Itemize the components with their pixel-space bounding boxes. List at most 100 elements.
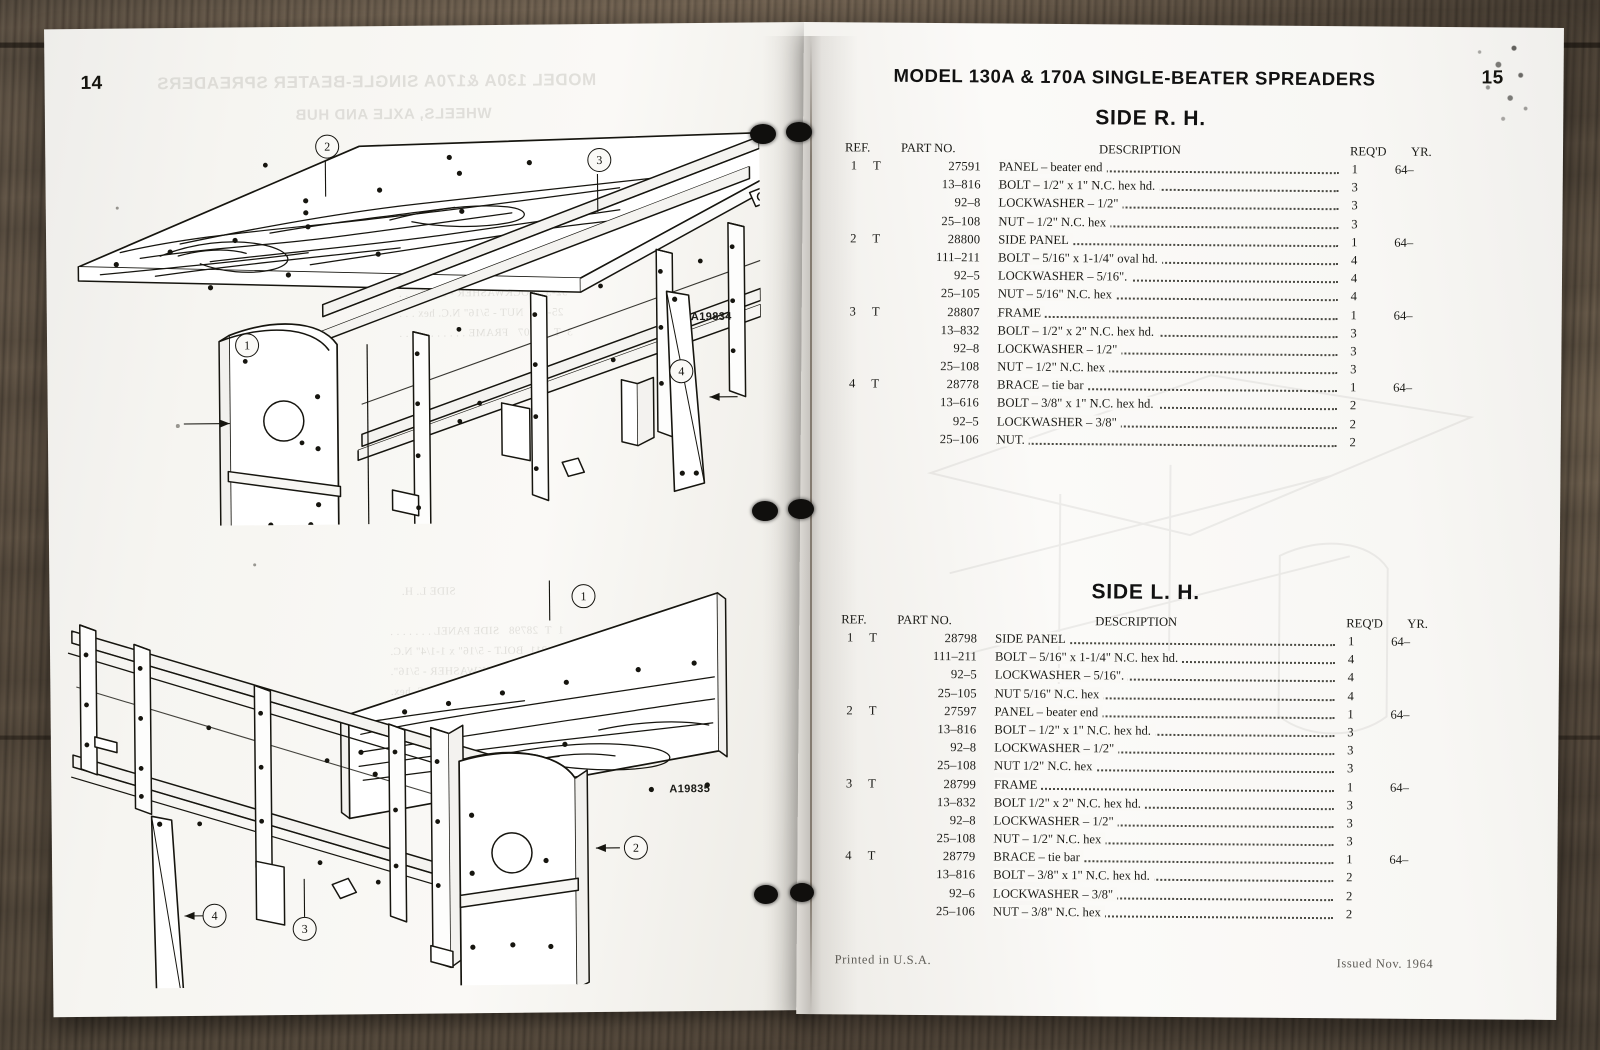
cell-t: T: [872, 231, 881, 246]
cell-t: T: [868, 776, 876, 791]
figure-code-a19835: A19835: [669, 782, 711, 796]
cell-description: BOLT – 1/2" x 2" N.C. hex hd.: [997, 323, 1338, 344]
cell-description: BOLT 1/2" x 2" N.C. hex hd.: [993, 795, 1334, 816]
cell-part-no: 13–816: [941, 177, 981, 192]
cell-description: LOCKWASHER – 3/8": [993, 886, 1334, 907]
cell-ref: 3: [845, 775, 853, 790]
cell-part-no: 25–106: [935, 903, 976, 919]
cell-description: LOCKWASHER – 5/16".: [997, 268, 1338, 290]
footer-printed-in: Printed in U.S.A.: [834, 952, 932, 968]
cell-description: BRACE – tie bar: [993, 849, 1334, 871]
cell-yr: 64–: [1394, 235, 1414, 250]
cell-description: BOLT – 3/8" x 1" N.C. hex hd.: [996, 395, 1337, 417]
cell-ref: 2: [850, 231, 857, 246]
cell-description: NUT.: [996, 432, 1337, 453]
cell-description: FRAME: [993, 777, 1334, 798]
description-text: BOLT – 1/2" x 1" N.C. hex hd.: [994, 722, 1156, 738]
cell-description: BOLT – 1/2" x 1" N.C. hex hd.: [998, 177, 1339, 199]
description-text: NUT 1/2" N.C. hex: [994, 758, 1097, 774]
cell-reqd: 4: [1350, 271, 1358, 286]
cell-description: NUT – 1/2" N.C. hex: [997, 359, 1338, 381]
callout-fig2-4: 4: [202, 903, 227, 928]
binding-hole: [790, 883, 814, 902]
cell-description: BRACE – tie bar: [997, 377, 1338, 399]
description-text: BRACE – tie bar: [997, 377, 1088, 393]
cell-description: LOCKWASHER – 3/8": [996, 414, 1337, 435]
cell-part-no: 28799: [943, 776, 977, 791]
dot-leader: [993, 777, 1334, 798]
description-text: NUT 5/16" N.C. hex: [994, 686, 1104, 701]
page-header-title: MODEL 130A & 170A SINGLE-BEATER SPREADER…: [893, 64, 1376, 90]
book-spine-crease: [810, 40, 812, 1012]
cell-t: T: [871, 376, 880, 391]
description-text: LOCKWASHER – 1/2": [994, 740, 1119, 756]
cell-part-no: 25–108: [936, 831, 976, 846]
cell-reqd: 2: [1345, 907, 1353, 922]
description-text: NUT – 1/2" N.C. hex: [998, 214, 1111, 229]
binding-hole: [750, 124, 776, 144]
cell-reqd: 4: [1350, 253, 1358, 268]
col-ref: REF.: [841, 612, 867, 627]
cell-ref: 1: [846, 630, 854, 645]
binding-hole: [788, 499, 814, 519]
cell-part-no: 25–108: [941, 213, 981, 228]
description-text: PANEL – beater end: [998, 159, 1107, 175]
cell-ref: 4: [848, 376, 856, 391]
cell-t: T: [871, 304, 880, 319]
description-text: LOCKWASHER – 5/16".: [994, 667, 1129, 683]
cell-part-no: 28807: [947, 304, 980, 319]
table-row: 25–106 NUT – 3/8" N.C. hex 2: [833, 903, 1445, 926]
description-text: NUT – 5/16" N.C. hex: [997, 286, 1116, 302]
description-text: BRACE – tie bar: [993, 849, 1084, 865]
description-text: BOLT – 3/8" x 1" N.C. hex hd.: [996, 395, 1158, 412]
section-title-rh: SIDE R. H.: [1095, 106, 1207, 131]
description-text: LOCKWASHER – 3/8": [996, 414, 1121, 430]
paper-speck: [175, 424, 180, 429]
description-text: BOLT – 1/2" x 2" N.C. hex hd.: [997, 323, 1159, 339]
description-text: LOCKWASHER – 1/2": [993, 813, 1118, 829]
cell-part-no: 13–816: [936, 867, 976, 882]
description-text: LOCKWASHER – 3/8": [993, 886, 1118, 902]
col-desc: DESCRIPTION: [1098, 142, 1181, 157]
cell-ref: 2: [846, 703, 853, 718]
binding-hole: [754, 885, 778, 904]
cell-part-no: 13–832: [936, 794, 976, 810]
description-text: LOCKWASHER – 1/2": [997, 341, 1122, 357]
cell-reqd: 3: [1346, 834, 1353, 849]
cell-description: NUT – 3/8" N.C. hex: [992, 904, 1333, 925]
description-text: LOCKWASHER – 5/16".: [997, 268, 1132, 284]
description-text: FRAME: [993, 777, 1042, 792]
footer-issued-date: Issued Nov. 1964: [1336, 956, 1434, 971]
cell-reqd: 3: [1346, 797, 1354, 813]
page-number-right: 15: [1481, 67, 1504, 89]
cell-description: LOCKWASHER – 1/2": [993, 813, 1334, 834]
cell-part-no: 92–5: [953, 268, 981, 283]
cell-part-no: 92–8: [949, 813, 976, 828]
binding-hole: [786, 122, 812, 142]
callout-fig1-2: 2: [315, 134, 340, 159]
cell-t: T: [868, 703, 877, 718]
description-text: BOLT – 5/16" x 1-1/4" oval hd.: [998, 250, 1162, 266]
cell-reqd: 2: [1345, 888, 1353, 903]
left-page: 14 MODEL 130A &170A SINGLE-BEATER SPREAD…: [44, 22, 816, 1018]
description-text: SIDE PANEL: [998, 232, 1073, 247]
description-text: FRAME: [997, 305, 1046, 320]
col-ref: REF.: [844, 140, 871, 155]
description-text: NUT – 1/2" N.C. hex: [993, 831, 1106, 847]
cell-ref: 1: [850, 158, 858, 173]
cell-reqd: 1: [1346, 779, 1354, 794]
cell-description: LOCKWASHER – 1/2": [994, 740, 1335, 762]
open-booklet: 14 MODEL 130A &170A SINGLE-BEATER SPREAD…: [44, 22, 1564, 1027]
description-text: BOLT – 5/16" x 1-1/4" N.C. hex hd.: [994, 649, 1183, 666]
cell-t: T: [872, 158, 881, 173]
description-text: BOLT – 1/2" x 1" N.C. hex hd.: [998, 177, 1160, 193]
cell-part-no: 27591: [948, 159, 981, 174]
callout-fig1-3: 3: [587, 147, 612, 173]
binding-hole: [752, 501, 778, 521]
figure-a19835-drawing: [67, 580, 728, 990]
cell-reqd: 3: [1351, 180, 1358, 195]
col-yr: YR.: [1410, 144, 1432, 159]
description-text: NUT – 3/8" N.C. hex: [992, 904, 1105, 920]
cell-description: BOLT – 5/16" x 1-1/4" oval hd.: [998, 250, 1339, 271]
cell-part-no: 13–832: [940, 322, 980, 338]
